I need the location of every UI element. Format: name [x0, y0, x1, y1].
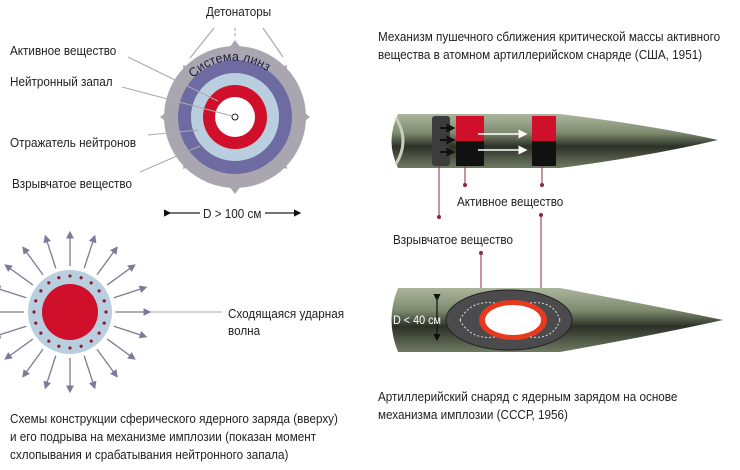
inward-marker	[89, 339, 93, 343]
left-caption-2: и его подрыва на механизме имплозии (пок…	[10, 429, 317, 444]
detonators-label: Детонаторы	[206, 4, 272, 19]
implosion-shell	[391, 288, 723, 352]
shock-arrow	[0, 325, 27, 339]
shock-arrow	[4, 264, 34, 286]
inward-marker	[39, 331, 43, 335]
shock-arrow	[96, 348, 118, 378]
inward-marker	[104, 310, 108, 314]
inward-marker	[47, 281, 51, 285]
shock-wave-label-1: Сходящаяся ударная	[228, 306, 345, 321]
inward-marker	[79, 344, 83, 348]
inward-marker	[47, 339, 51, 343]
inward-marker	[97, 331, 101, 335]
inward-marker	[68, 274, 72, 278]
inward-marker	[97, 289, 101, 293]
gun-shell-explosive-label: Взрывчатое вещество	[393, 232, 514, 247]
neutron-initiator	[231, 113, 239, 121]
shock-arrow	[106, 264, 136, 286]
implosion-sphere	[121, 27, 310, 217]
inward-marker	[79, 276, 83, 280]
shock-arrow	[83, 234, 97, 269]
shock-arrow	[43, 355, 57, 390]
left-caption-1: Схемы конструкции сферического ядерного …	[10, 411, 338, 426]
inward-marker	[57, 344, 61, 348]
shock-wave-label-2: волна	[228, 323, 261, 338]
neutron-reflector-label: Отражатель нейтронов	[10, 135, 137, 150]
implosion-shell-diameter: D < 40 см	[393, 313, 441, 327]
inward-marker	[39, 289, 43, 293]
shock-arrow	[113, 285, 148, 299]
shock-arrow	[22, 348, 44, 378]
inward-marker	[34, 321, 38, 325]
shock-arrow	[83, 355, 97, 390]
shock-arrow	[22, 246, 44, 276]
shock-arrow	[0, 285, 27, 299]
inward-marker	[57, 276, 61, 280]
shock-arrow	[96, 246, 118, 276]
gun-type-shell	[391, 114, 718, 310]
shock-arrow	[113, 325, 148, 339]
inward-marker	[34, 299, 38, 303]
inward-marker	[102, 299, 106, 303]
inward-marker	[68, 346, 72, 350]
explosive-label: Взрывчатое вещество	[12, 176, 133, 191]
left-caption-3: схлопывания и срабатывания нейтронного з…	[10, 447, 289, 462]
inward-marker	[102, 321, 106, 325]
gun-shell-title-1: Механизм пушечного сближения критической…	[378, 29, 721, 44]
gun-shell-title-2: вещества в атомном артиллерийском снаряд…	[378, 47, 703, 62]
implosion-shell-caption-1: Артиллерийский снаряд с ядерным зарядом …	[378, 389, 678, 404]
shock-arrow	[43, 234, 57, 269]
shock-arrow	[106, 338, 136, 360]
inward-marker	[32, 310, 36, 314]
inward-marker	[89, 281, 93, 285]
neutron-initiator-label: Нейтронный запал	[10, 74, 113, 89]
active-material-label: Активное вещество	[10, 43, 117, 58]
sphere-diameter-label: D > 100 см	[203, 206, 262, 221]
implosion-shell-caption-2: механизма имплозии (СССР, 1956)	[378, 407, 568, 422]
shock-wave-sphere	[0, 230, 222, 394]
shock-arrow	[4, 338, 34, 360]
gun-shell-active-label: Активное вещество	[457, 194, 564, 209]
